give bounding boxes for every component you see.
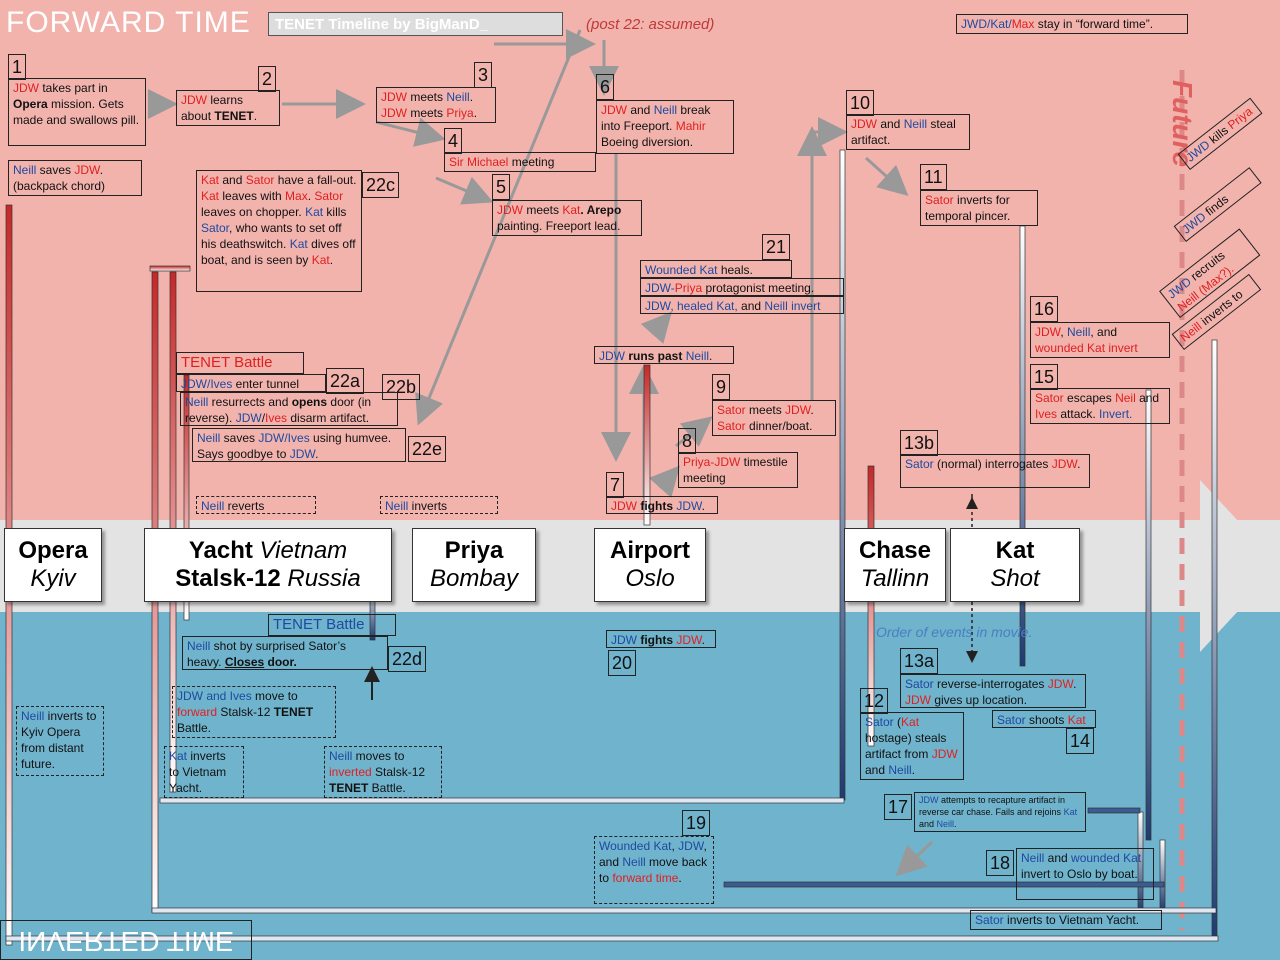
event-22b: Neill resurrects and opens door (in reve… [180, 392, 398, 426]
event-number-13b: 13b [900, 430, 939, 456]
assumed-note: (post 22: assumed) [586, 16, 715, 33]
event-22a: JDW/Ives enter tunnel [176, 374, 326, 392]
event-number-14: 14 [1066, 728, 1095, 754]
forward-time-title: FORWARD TIME [6, 6, 251, 39]
event-5: JDW meets Kat. Arepo painting. Freeport … [492, 200, 642, 236]
event-10: JDW and Neill steal artifact. [846, 114, 970, 150]
location-yacht-stalsk: Yacht Vietnam Stalsk-12 Russia [144, 528, 392, 602]
event-20: JDW fights JDW. [606, 630, 716, 648]
event-4: Sir Michael meeting [444, 152, 596, 172]
event-12: Sator (Kat hostage) steals artifact from… [860, 712, 964, 780]
event-21-invert: JDW, healed Kat, and Neill invert [640, 296, 844, 314]
event-number-5: 5 [492, 174, 511, 200]
event-number-22a: 22a [326, 368, 365, 394]
event-21-heals: Wounded Kat heals. [640, 260, 792, 278]
event-number-21: 21 [762, 234, 791, 260]
event-number-22e: 22e [408, 436, 447, 462]
event-number-10: 10 [846, 90, 875, 116]
event-19: Wounded Kat, JDW, and Neill move back to… [594, 836, 714, 904]
event-9: Sator meets JDW.Sator dinner/boat. [712, 400, 836, 436]
event-number-22c: 22c [362, 172, 400, 198]
event-16: JDW, Neill, and wounded Kat invert [1030, 322, 1170, 358]
event-18: Neill and wounded Kat invert to Oslo by … [1016, 848, 1154, 900]
event-21-meeting: JDW-Priya protagonist meeting. [640, 278, 844, 296]
event-number-8: 8 [678, 428, 697, 454]
neill-inverts: Neill inverts [380, 496, 498, 514]
event-number-15: 15 [1030, 364, 1059, 390]
event-2: JDW learns about TENET. [176, 90, 280, 126]
event-number-7: 7 [606, 472, 625, 498]
jdw-ives-move-forward: JDW and Ives move to forward Stalsk-12 T… [172, 686, 336, 738]
event-number-3: 3 [474, 62, 493, 88]
tenet-battle-forward: TENET Battle [176, 352, 304, 374]
event-number-1: 1 [8, 54, 27, 80]
event-22e: Neill saves JDW/Ives using humvee. Says … [192, 428, 406, 462]
event-7: JDW fights JDW. [606, 496, 718, 514]
event-8: Priya-JDW timestile meeting [678, 452, 798, 488]
event-number-13a: 13a [900, 648, 939, 674]
event-17: JDW attempts to recapture artifact in re… [914, 792, 1086, 832]
event-number-6: 6 [596, 74, 615, 100]
event-3: JDW meets Neill.JDW meets Priya. [376, 87, 496, 123]
event-number-22d: 22d [388, 646, 427, 672]
event-number-19: 19 [682, 810, 711, 836]
event-11: Sator inverts for temporal pincer. [920, 190, 1038, 226]
event-13a: Sator reverse-interrogates JDW. JDW give… [900, 674, 1086, 708]
event-number-4: 4 [444, 128, 463, 154]
kat-inverts-to-yacht: Kat inverts to Vietnam Yacht. [164, 746, 244, 798]
event-number-18: 18 [986, 850, 1015, 876]
neill-inverts-to-kyiv: Neill inverts to Kyiv Opera from distant… [16, 706, 104, 776]
jdw-runs-past-neill: JDW runs past Neill. [594, 346, 734, 364]
event-6: JDW and Neill break into Freeport. Mahir… [596, 100, 734, 154]
event-number-17: 17 [884, 794, 913, 820]
inverted-time-title: INVERTED TIME [0, 920, 252, 960]
stay-forward-note: JWD/Kat/Max stay in “forward time”. [956, 14, 1188, 34]
event-number-11: 11 [920, 164, 947, 190]
neill-reverts: Neill reverts [196, 496, 316, 514]
tenet-battle-inverted: TENET Battle [268, 614, 396, 636]
sator-inverts-to-yacht: Sator inverts to Vietnam Yacht. [970, 910, 1162, 930]
event-number-2: 2 [258, 66, 277, 92]
event-1: JDW takes part in Opera mission. Gets ma… [8, 78, 146, 146]
neill-moves-inverted: Neill moves to inverted Stalsk-12 TENET … [324, 746, 442, 798]
event-13b: Sator (normal) interrogates JDW. [900, 454, 1090, 488]
event-22d: Neill shot by surprised Sator’s heavy. C… [182, 636, 388, 670]
inverted-time-zone [0, 612, 1280, 960]
order-note: Order of events in movie. [876, 624, 1033, 640]
future-label: Future [1167, 80, 1198, 168]
neill-saves-jdw: Neill saves JDW.(backpack chord) [8, 160, 142, 196]
event-number-9: 9 [712, 374, 731, 400]
event-number-16: 16 [1030, 296, 1059, 322]
event-15: Sator escapes Neil and Ives attack. Inve… [1030, 388, 1170, 424]
subtitle: TENET Timeline by BigManD_ [268, 12, 563, 36]
event-14: Sator shoots Kat [992, 710, 1096, 728]
event-22c: Kat and Sator have a fall-out. Kat leave… [196, 170, 362, 292]
event-number-20: 20 [608, 650, 637, 676]
timeline-arrow [1200, 480, 1280, 652]
event-number-12: 12 [860, 688, 889, 714]
